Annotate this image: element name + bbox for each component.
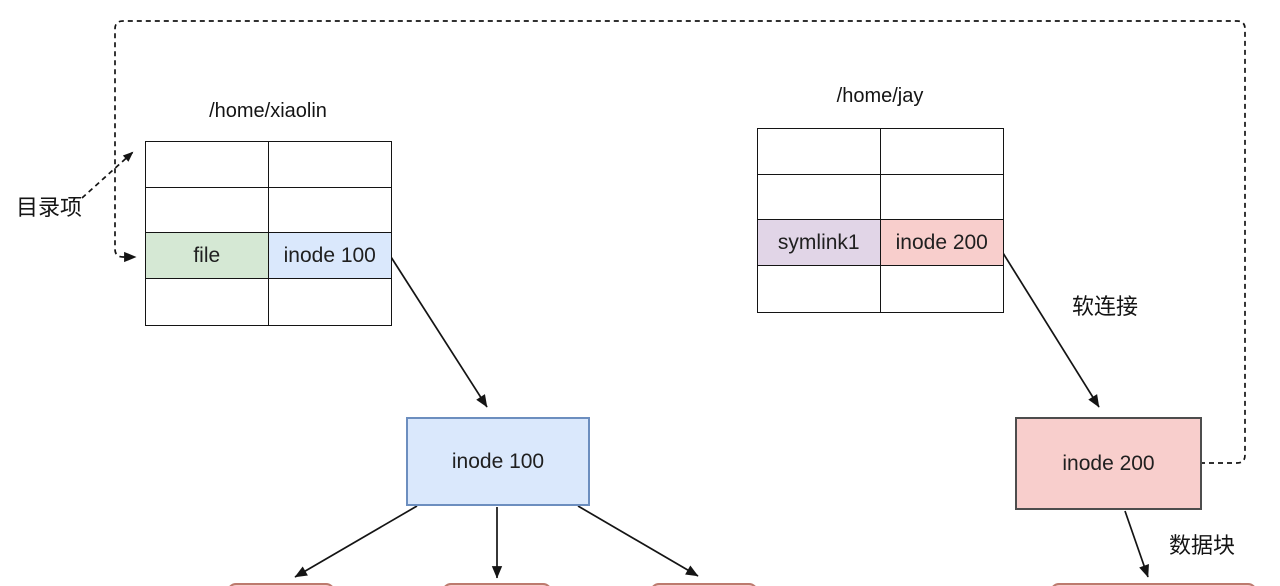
empty-cell	[269, 279, 392, 325]
empty-cell	[268, 142, 391, 188]
left-table-title: /home/xiaolin	[209, 100, 327, 122]
symlink-inode-cell: inode 200	[880, 220, 1003, 267]
directory-entry-label: 目录项	[16, 195, 83, 220]
soft-link-label: 软连接	[1071, 294, 1138, 319]
arrow-inode100-to-block1	[294, 505, 418, 578]
inode-200-box: inode 200	[1015, 417, 1202, 510]
empty-cell	[758, 129, 881, 175]
table-row	[146, 187, 391, 234]
arrow-inode200-to-block4	[1124, 510, 1149, 578]
table-row	[758, 266, 1003, 312]
arrow-inode100-to-block3	[577, 505, 699, 577]
directory-entry-dashed-arrow	[81, 151, 134, 199]
data-block-label: 数据块	[1168, 533, 1235, 558]
empty-cell	[146, 142, 269, 188]
inode-100-box: inode 100	[406, 417, 590, 506]
empty-cell	[268, 188, 391, 234]
arrow-symlink-to-inode200	[1002, 252, 1100, 408]
empty-cell	[146, 187, 269, 234]
right-table-title: /home/jay	[836, 85, 924, 107]
empty-cell	[758, 174, 881, 221]
arrow-file-to-inode100	[390, 256, 488, 408]
file-name-cell: file	[146, 233, 269, 280]
table-row	[758, 129, 1003, 175]
table-row	[146, 142, 391, 188]
empty-cell	[880, 129, 1003, 175]
empty-cell	[146, 279, 269, 325]
table-row	[146, 279, 391, 325]
table-row-highlight: symlink1 inode 200	[758, 220, 1003, 267]
empty-cell	[881, 266, 1004, 312]
empty-cell	[758, 266, 881, 312]
empty-cell	[880, 175, 1003, 221]
table-row	[758, 174, 1003, 221]
directory-table-jay: symlink1 inode 200	[757, 128, 1004, 313]
directory-table-xiaolin: file inode 100	[145, 141, 392, 326]
table-row-highlight: file inode 100	[146, 233, 391, 280]
file-inode-cell: inode 100	[268, 233, 391, 280]
symlink-name-cell: symlink1	[758, 220, 881, 267]
